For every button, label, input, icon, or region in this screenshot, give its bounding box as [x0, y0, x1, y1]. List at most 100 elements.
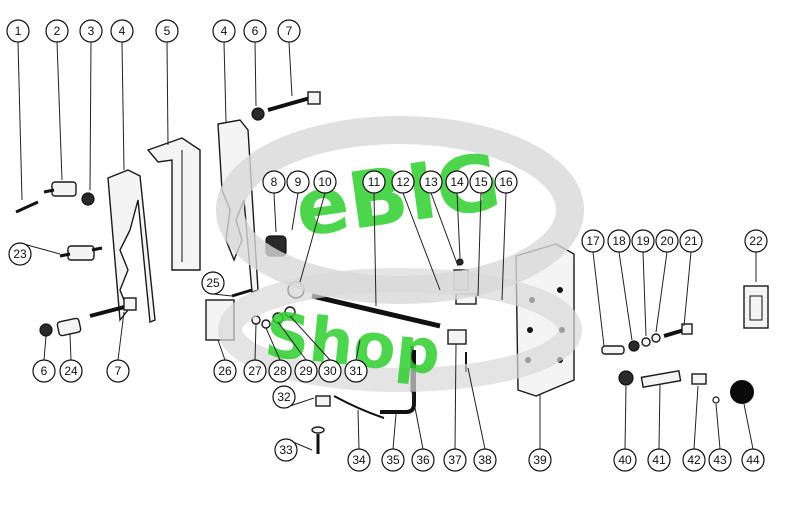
- part-25-pin: [231, 288, 253, 298]
- callout-bubble-37: [443, 448, 467, 472]
- callout-leader-43: [715, 403, 721, 450]
- callout-leader-24: [69, 333, 72, 361]
- callout-bubble-24: [59, 359, 83, 383]
- callout-bubble-13: [419, 170, 443, 194]
- watermark-text-top: eBIG: [290, 137, 506, 255]
- callout-bubble-6: [243, 19, 267, 43]
- callout-label-17: 17: [586, 234, 600, 248]
- part-24-sleeve: [56, 317, 82, 337]
- callout-label-9: 9: [295, 175, 302, 189]
- callout-bubble-17: [581, 229, 605, 253]
- callout-label-44: 44: [746, 453, 760, 467]
- callout-bubble-2: [45, 19, 69, 43]
- callout-bubble-15: [469, 170, 493, 194]
- callout-label-39: 39: [533, 453, 547, 467]
- callout-label-37: 37: [448, 453, 462, 467]
- callout-leader-6: [254, 41, 257, 107]
- watermark: eBIG Shop: [216, 116, 584, 392]
- callout-leader-10: [299, 192, 326, 283]
- callout-label-7: 7: [286, 24, 293, 38]
- callout-label-23: 23: [13, 247, 27, 261]
- callout-bubble-38: [473, 448, 497, 472]
- callout-label-43: 43: [713, 453, 727, 467]
- callout-label-18: 18: [612, 234, 626, 248]
- callout-leader-12: [402, 192, 441, 291]
- callout-label-4: 4: [119, 24, 126, 38]
- callout-leader-41: [658, 383, 661, 450]
- callout-bubble-18: [607, 229, 631, 253]
- callout-leader-6: [43, 335, 47, 361]
- part-44-knob: [730, 380, 754, 404]
- part-18-nut: [628, 340, 640, 352]
- part-33-screw: [311, 426, 325, 454]
- callout-leader-28: [265, 327, 281, 361]
- part-22-label-plate: [743, 285, 769, 329]
- callout-label-15: 15: [474, 175, 488, 189]
- callout-leader-27: [254, 323, 257, 361]
- callout-label-1: 1: [15, 24, 22, 38]
- part-29-washer: [272, 312, 284, 324]
- callout-bubble-39: [528, 448, 552, 472]
- callout-leader-3: [89, 41, 92, 191]
- callout-bubble-4: [212, 19, 236, 43]
- part-20-washer: [651, 333, 661, 343]
- part-19-washer: [641, 337, 651, 347]
- callout-label-28: 28: [273, 364, 287, 378]
- callout-label-32: 32: [277, 390, 291, 404]
- callout-bubble-28: [268, 359, 292, 383]
- callout-label-2: 2: [54, 24, 61, 38]
- callout-label-5: 5: [164, 24, 171, 38]
- callout-label-4: 4: [221, 24, 228, 38]
- callout-leader-14: [456, 192, 461, 259]
- callout-bubble-9: [286, 170, 310, 194]
- callout-label-34: 34: [352, 453, 366, 467]
- part-17-pin: [601, 345, 625, 355]
- callout-leader-18: [618, 251, 633, 341]
- part-40-nut: [618, 370, 634, 386]
- callout-bubble-7: [277, 19, 301, 43]
- callout-leader-35: [392, 413, 397, 450]
- callout-bubble-43: [708, 448, 732, 472]
- callout-label-16: 16: [499, 175, 513, 189]
- callout-bubble-7: [106, 359, 130, 383]
- part-11-threaded-rod: [311, 293, 441, 329]
- callout-label-19: 19: [636, 234, 650, 248]
- callout-leader-30: [289, 315, 331, 361]
- callout-leader-7: [288, 41, 293, 97]
- part-30-screw: [284, 306, 296, 318]
- callout-leader-15: [477, 192, 482, 297]
- callout-leader-36: [411, 391, 424, 450]
- part-23-stud: [59, 245, 103, 261]
- callout-label-33: 33: [279, 443, 293, 457]
- callout-leader-37: [454, 343, 457, 450]
- callout-label-14: 14: [450, 175, 464, 189]
- callout-bubble-3: [79, 19, 103, 43]
- callout-label-40: 40: [618, 453, 632, 467]
- callout-label-3: 3: [88, 24, 95, 38]
- part-6-nut-top: [251, 107, 265, 121]
- callout-label-42: 42: [687, 453, 701, 467]
- callout-leader-4: [223, 41, 227, 123]
- callout-label-27: 27: [248, 364, 262, 378]
- callout-label-38: 38: [478, 453, 492, 467]
- callout-leader-9: [291, 192, 299, 231]
- callout-bubble-10: [313, 170, 337, 194]
- callout-bubble-44: [741, 448, 765, 472]
- callout-bubble-32: [272, 385, 296, 409]
- callout-label-35: 35: [386, 453, 400, 467]
- callout-bubble-25: [201, 271, 225, 295]
- callout-bubble-12: [391, 170, 415, 194]
- watermark-ring-bottom: [218, 268, 582, 392]
- callout-leader-21: [683, 251, 692, 327]
- callout-bubble-26: [213, 359, 237, 383]
- callout-label-31: 31: [349, 364, 363, 378]
- part-1-pin: [15, 200, 39, 214]
- callout-bubble-16: [494, 170, 518, 194]
- callout-leader-13: [430, 192, 459, 267]
- callout-label-11: 11: [368, 175, 381, 189]
- callout-bubble-21: [679, 229, 703, 253]
- callout-bubble-30: [318, 359, 342, 383]
- part-5-channel: [146, 137, 201, 271]
